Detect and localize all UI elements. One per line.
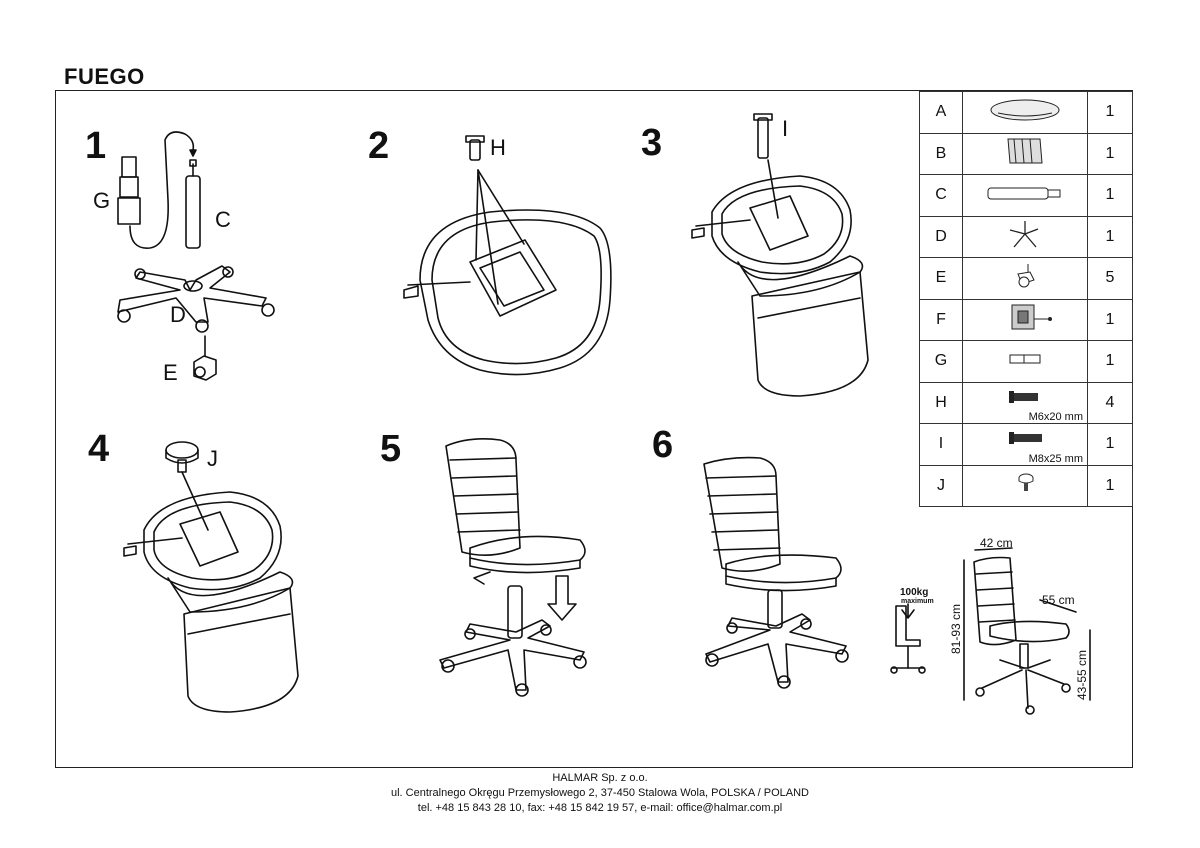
part-image xyxy=(962,91,1088,134)
part-letter: B xyxy=(919,132,963,175)
part-spec: M6x20 mm xyxy=(1028,411,1083,423)
footer-address: ul. Centralnego Okręgu Przemysłowego 2, … xyxy=(390,787,809,799)
part-qty: 1 xyxy=(1087,174,1133,217)
step6-illustration xyxy=(703,456,849,689)
part-qty: 5 xyxy=(1087,257,1133,300)
step-number-4: 4 xyxy=(88,428,110,470)
part-image xyxy=(962,174,1088,217)
part-image xyxy=(962,257,1088,300)
part-qty: 4 xyxy=(1087,381,1133,424)
dimension-illustration xyxy=(890,547,1091,715)
dim-seat-height: 43-55 cm xyxy=(1075,649,1089,700)
part-image: M6x20 mm xyxy=(962,381,1088,424)
parts-row: I M8x25 mm 1 xyxy=(919,423,1133,466)
part-image xyxy=(962,340,1088,383)
step-number-6: 6 xyxy=(652,424,674,466)
step3-illustration xyxy=(691,113,869,397)
part-qty: 1 xyxy=(1087,298,1133,341)
gas-lift-icon xyxy=(987,187,1061,200)
part-letter: J xyxy=(919,464,963,507)
footer-contact: tel. +48 15 843 28 10, fax: +48 15 842 1… xyxy=(417,802,783,814)
label-c: C xyxy=(215,207,231,232)
label-e: E xyxy=(163,360,178,385)
part-image xyxy=(962,215,1088,258)
part-image: M8x25 mm xyxy=(962,423,1088,466)
part-qty: 1 xyxy=(1087,215,1133,258)
parts-row: E 5 xyxy=(919,257,1133,300)
bolt-icon xyxy=(1009,432,1042,444)
dim-height: 81-93 cm xyxy=(949,603,963,654)
part-letter: F xyxy=(919,298,963,341)
parts-row: C 1 xyxy=(919,174,1133,217)
part-letter: E xyxy=(919,257,963,300)
parts-row: B 1 xyxy=(919,132,1133,175)
part-letter: G xyxy=(919,340,963,383)
step-number-1: 1 xyxy=(85,125,107,167)
part-letter: I xyxy=(919,423,963,466)
step1-illustration xyxy=(117,131,275,381)
parts-table: A 1 B 1 C 1 D 1 E xyxy=(919,91,1133,507)
bolt-icon xyxy=(1009,390,1038,403)
part-image xyxy=(962,298,1088,341)
knob-icon xyxy=(1018,473,1034,492)
footer-company: HALMAR Sp. z o.o. xyxy=(552,772,648,784)
step-number-2: 2 xyxy=(368,125,390,167)
caster-icon xyxy=(1017,263,1035,288)
parts-row: J 1 xyxy=(919,464,1133,507)
seat-icon xyxy=(990,99,1060,121)
step5-illustration xyxy=(439,438,587,697)
part-qty: 1 xyxy=(1087,132,1133,175)
mechanism-icon xyxy=(1011,304,1052,330)
label-j: J xyxy=(207,446,218,471)
part-qty: 1 xyxy=(1087,91,1133,134)
parts-row: F 1 xyxy=(919,298,1133,341)
dim-width: 42 cm xyxy=(980,536,1013,550)
label-d: D xyxy=(170,302,186,327)
parts-row: D 1 xyxy=(919,215,1133,258)
step2-illustration xyxy=(403,135,612,376)
max-load-sub: maximum xyxy=(901,598,934,605)
cover-icon xyxy=(1009,354,1041,364)
label-g: G xyxy=(93,188,111,213)
part-spec: M8x25 mm xyxy=(1028,452,1083,465)
backrest-icon xyxy=(1007,138,1043,164)
parts-row: G 1 xyxy=(919,340,1133,383)
part-letter: D xyxy=(919,215,963,258)
step4-illustration xyxy=(123,441,299,713)
part-image xyxy=(962,464,1088,507)
parts-row: A 1 xyxy=(919,91,1133,134)
star-base-icon xyxy=(1009,221,1039,248)
part-qty: 1 xyxy=(1087,464,1133,507)
part-qty: 1 xyxy=(1087,423,1133,466)
document-title: FUEGO xyxy=(64,64,145,89)
part-qty: 1 xyxy=(1087,340,1133,383)
part-letter: C xyxy=(919,174,963,217)
max-load-label: 100kg xyxy=(900,587,929,598)
step-number-3: 3 xyxy=(641,122,663,164)
part-image xyxy=(962,132,1088,175)
part-letter: A xyxy=(919,91,963,134)
label-i: I xyxy=(782,116,789,141)
label-h: H xyxy=(490,135,506,160)
step-number-5: 5 xyxy=(380,428,402,470)
part-letter: H xyxy=(919,381,963,424)
dim-depth: 55 cm xyxy=(1042,593,1075,607)
instruction-frame xyxy=(55,90,1133,768)
parts-row: H M6x20 mm 4 xyxy=(919,381,1133,424)
